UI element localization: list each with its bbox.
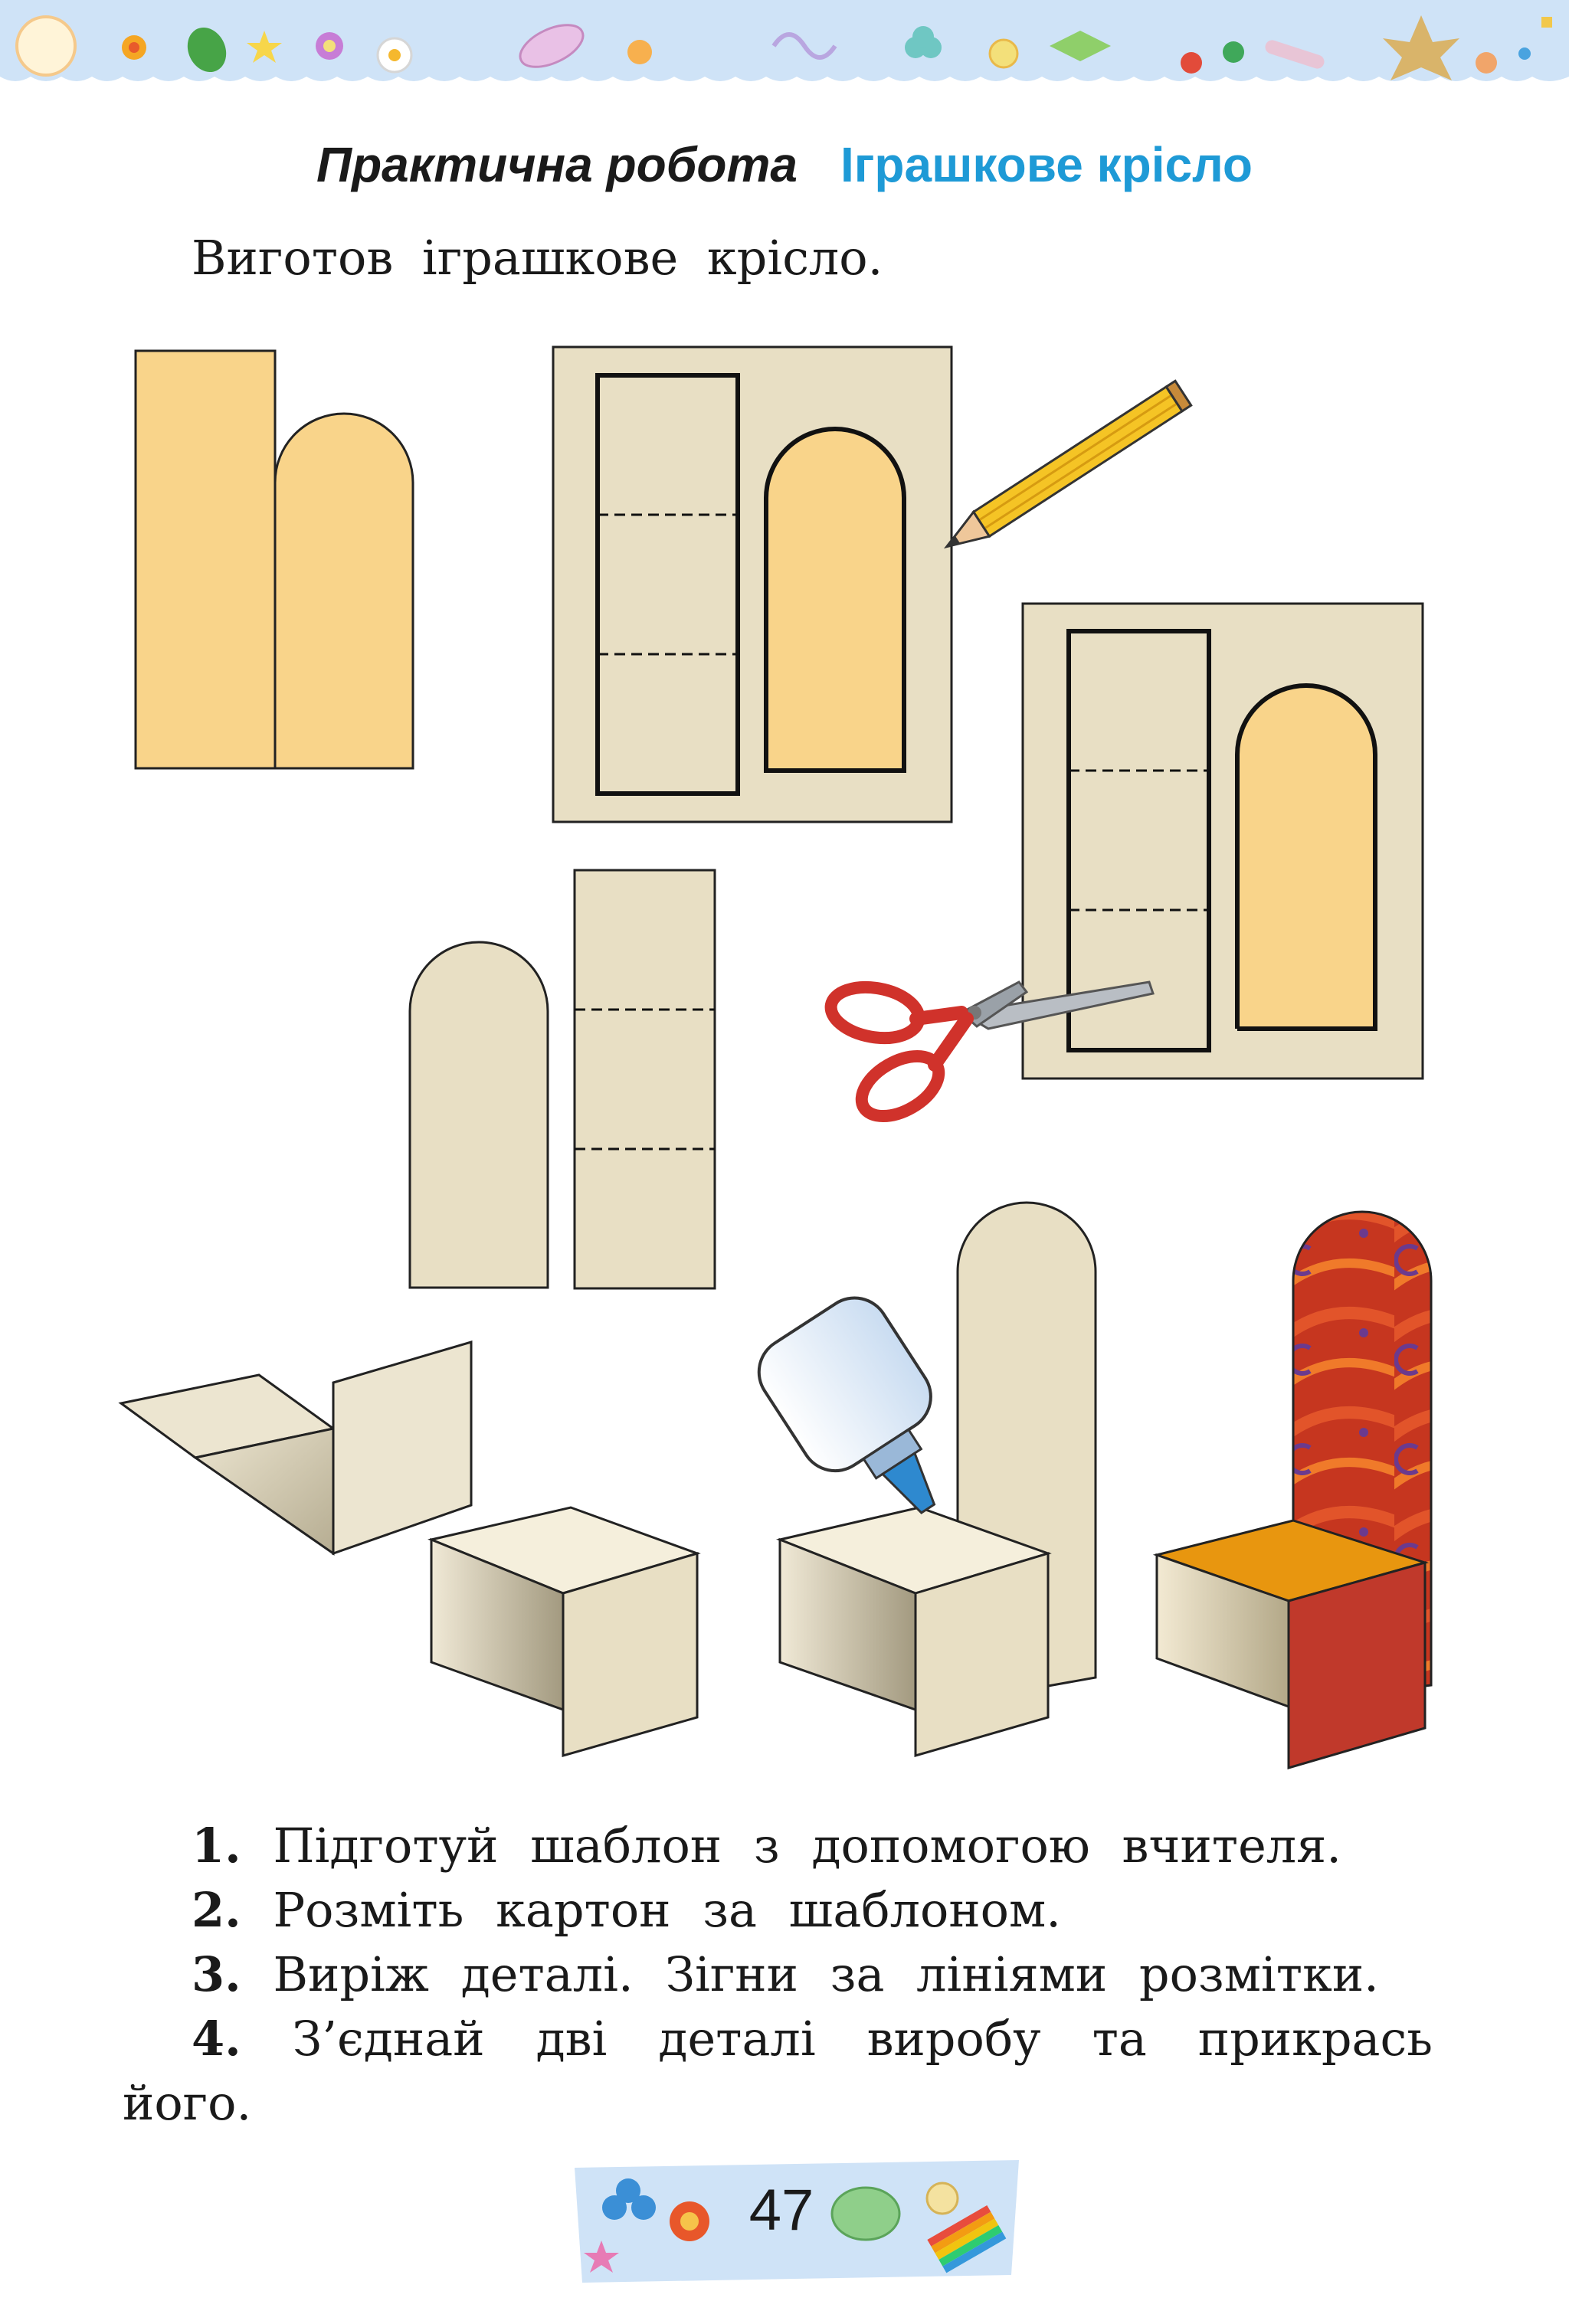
clover-icon — [905, 26, 942, 58]
yellow-template — [134, 349, 414, 770]
star-icon — [247, 31, 282, 63]
flower-icon — [988, 38, 1019, 69]
feather-icon — [1265, 40, 1325, 69]
rainbow-pencils-icon — [927, 2205, 1007, 2273]
step-2: 2. Розміть картон за шаблоном. — [123, 1878, 1433, 1943]
step-text: З’єднай дві деталі виробу та прикрась йо… — [123, 2011, 1433, 2131]
step-1: 1. Підготуй шаблон з допомогою вчителя. — [123, 1814, 1433, 1878]
bow-icon — [1050, 31, 1111, 61]
step-number: 3. — [192, 1946, 241, 2002]
leaf-icon — [519, 24, 585, 68]
bead-icon — [1476, 17, 1552, 74]
top-decorative-banner — [0, 0, 1569, 81]
bead-icon — [1181, 41, 1244, 74]
step-4: 4. З’єднай дві деталі виробу та прикрась… — [123, 2007, 1433, 2136]
gluing-step — [775, 1201, 1097, 1757]
page-number: 47 — [748, 2178, 814, 2243]
flower-icon — [316, 32, 343, 60]
footer-decoration — [575, 2160, 1019, 2283]
maple-leaf-icon — [1383, 15, 1459, 80]
instruction-steps: 1. Підготуй шаблон з допомогою вчителя. … — [123, 1814, 1433, 2136]
step-number: 1. — [192, 1818, 241, 1874]
daisy-icon — [376, 37, 413, 74]
bead-icon — [925, 2182, 959, 2215]
sun-icon — [670, 2201, 709, 2241]
step-text: Розміть картон за шаблоном. — [273, 1882, 1061, 1938]
leaf-icon — [830, 2186, 901, 2241]
page-heading: Практична робота Іграшкове крісло — [0, 136, 1569, 193]
tracing-on-cardboard — [552, 345, 1193, 823]
step-text: Підготуй шаблон з допомогою вчителя. — [273, 1818, 1341, 1874]
step-number: 4. — [192, 2011, 241, 2067]
bubble-icon — [15, 15, 77, 77]
practical-work-label: Практична робота — [316, 137, 798, 192]
folded-seat — [427, 1506, 701, 1757]
flower-icon — [602, 2178, 656, 2220]
step-number: 2. — [192, 1882, 241, 1938]
pencil-icon — [943, 379, 1193, 549]
cut-pieces — [408, 869, 716, 1290]
folding-piece — [118, 1340, 473, 1556]
glue-bottle-icon — [757, 1296, 936, 1514]
step-3: 3. Виріж деталі. Зігни за лініями розміт… — [123, 1943, 1433, 2007]
instruction-illustrations — [118, 345, 1433, 1770]
practical-work-title: Іграшкове крісло — [840, 137, 1253, 192]
flower-icon — [627, 40, 652, 64]
star-icon — [584, 2241, 619, 2273]
step-text: Виріж деталі. Зігни за лініями розмітки. — [273, 1946, 1379, 2002]
swirl-icon — [771, 32, 837, 60]
flower-icon — [122, 35, 146, 60]
finished-chair — [1152, 1210, 1433, 1770]
leaf-icon — [187, 27, 227, 73]
intro-instruction: Виготов іграшкове крісло. — [192, 230, 883, 286]
scissors-icon — [824, 980, 1155, 1123]
